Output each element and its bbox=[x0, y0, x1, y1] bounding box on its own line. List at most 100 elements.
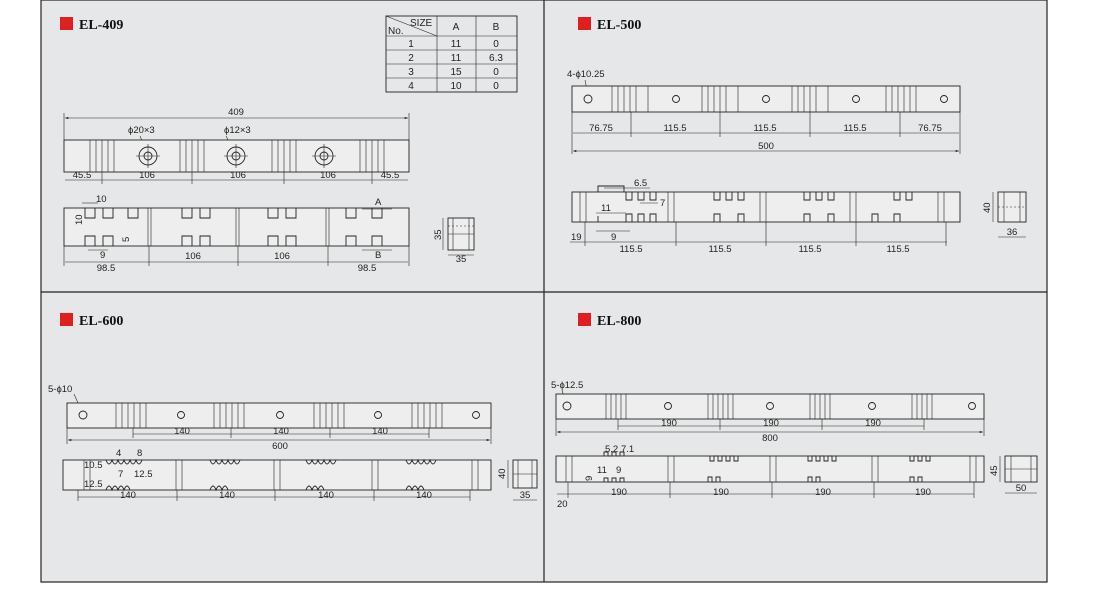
dim-spacing: 45.5 bbox=[381, 170, 400, 181]
table-corner-size: SIZE bbox=[410, 18, 433, 29]
dim-spacing: 140 bbox=[120, 490, 136, 501]
dim-hole: 4-ϕ10.25 bbox=[567, 69, 605, 80]
dim-spacing: 140 bbox=[416, 490, 432, 501]
hole-icon bbox=[852, 95, 860, 103]
table-corner-no: No. bbox=[388, 26, 404, 37]
panel-title: EL-600 bbox=[79, 314, 123, 329]
red-square-icon bbox=[578, 17, 591, 30]
dim-spacing: 190 bbox=[713, 487, 729, 498]
table-cell: 0 bbox=[493, 81, 499, 92]
dim-label: 9 bbox=[611, 232, 616, 243]
red-square-icon bbox=[60, 17, 73, 30]
dim-spacing: 115.5 bbox=[663, 123, 686, 134]
dim-label: 40 bbox=[982, 202, 993, 213]
red-square-icon bbox=[578, 313, 591, 326]
hole-icon bbox=[374, 411, 382, 419]
dim-spacing: 190 bbox=[915, 487, 931, 498]
dim-spacing: 115.5 bbox=[886, 244, 909, 255]
dim-spacing: 76.75 bbox=[918, 123, 942, 134]
dim-overall: 409 bbox=[228, 107, 244, 118]
table-cell: 3 bbox=[408, 67, 414, 78]
table-cell: 1 bbox=[408, 39, 414, 50]
dim-hole-large: ϕ20×3 bbox=[128, 125, 155, 136]
dim-label: 12.5 bbox=[84, 479, 103, 490]
dim-spacing: 106 bbox=[230, 170, 246, 181]
dim-label: 40 bbox=[497, 468, 508, 479]
hole-icon bbox=[868, 402, 876, 410]
dim-label: 45 bbox=[989, 465, 1000, 476]
hole-icon bbox=[968, 402, 976, 410]
end-view: 35 35 bbox=[433, 217, 475, 265]
table-header-a: A bbox=[453, 22, 460, 33]
table-cell: 4 bbox=[408, 81, 414, 92]
dim-label: 50 bbox=[1016, 483, 1027, 494]
dim-label: 35 bbox=[520, 490, 531, 501]
hole-icon bbox=[177, 411, 185, 419]
dim-label: 19 bbox=[571, 232, 582, 243]
dim-spacing: 106 bbox=[274, 251, 290, 262]
table-cell: 6.3 bbox=[489, 53, 503, 64]
dim-spacing: 45.5 bbox=[73, 170, 92, 181]
panel-el600: EL-600 5-ϕ10 140 140 140 600 bbox=[48, 313, 538, 501]
dim-label: 36 bbox=[1007, 227, 1018, 238]
table-cell: 2 bbox=[408, 53, 414, 64]
panel-el409: EL-409 SIZE No. A B 1 11 0 2 11 6.3 3 15… bbox=[60, 15, 518, 274]
dim-spacing: 106 bbox=[320, 170, 336, 181]
dim-spacing: 115.5 bbox=[753, 123, 776, 134]
dim-label: A bbox=[375, 197, 382, 208]
dim-spacing: 140 bbox=[318, 490, 334, 501]
dim-spacing: 140 bbox=[219, 490, 235, 501]
end-view: 40 35 bbox=[497, 459, 538, 501]
dim-label: 8 bbox=[137, 448, 142, 459]
table-cell: 0 bbox=[493, 67, 499, 78]
dim-spacing: 190 bbox=[611, 487, 627, 498]
panel-title: EL-500 bbox=[597, 18, 641, 33]
dim-overall: 800 bbox=[762, 433, 778, 444]
dim-label: 9 bbox=[616, 465, 621, 476]
dim-spacing: 140 bbox=[273, 426, 289, 437]
table-cell: 11 bbox=[451, 53, 462, 64]
dim-label: 7 bbox=[660, 198, 665, 209]
hole-icon bbox=[276, 411, 284, 419]
busbar-side-view bbox=[62, 459, 492, 491]
table-header-b: B bbox=[493, 22, 500, 33]
table-cell: 0 bbox=[493, 39, 499, 50]
busbar-top-view bbox=[571, 85, 961, 113]
hole-icon bbox=[766, 402, 774, 410]
dim-label: 9 bbox=[100, 250, 105, 261]
hole-icon bbox=[762, 95, 770, 103]
hole-icon bbox=[940, 95, 948, 103]
dim-label: 7 bbox=[118, 469, 123, 480]
hole-icon bbox=[78, 410, 88, 420]
dim-label: 10 bbox=[74, 214, 85, 225]
dim-overall: 600 bbox=[272, 441, 288, 452]
size-table: SIZE No. A B 1 11 0 2 11 6.3 3 15 0 4 10… bbox=[385, 15, 518, 93]
hole-icon bbox=[472, 411, 480, 419]
dim-label: 12.5 bbox=[134, 469, 153, 480]
hole-icon bbox=[562, 401, 572, 411]
dim-label: 11 bbox=[597, 465, 607, 476]
dim-spacing: 190 bbox=[815, 487, 831, 498]
panel-el800: EL-800 5-ϕ12.5 190 190 190 800 bbox=[551, 313, 1038, 510]
dim-label: 20 bbox=[557, 499, 568, 510]
dim-label: 6.5 bbox=[634, 178, 647, 189]
dim-spacing: 140 bbox=[174, 426, 190, 437]
dim-spacing: 115.5 bbox=[798, 244, 821, 255]
panel-title: EL-409 bbox=[79, 18, 123, 33]
panel-title: EL-800 bbox=[597, 314, 641, 329]
dim-label: 5.2 bbox=[605, 444, 618, 455]
panel-el500: EL-500 4-ϕ10.25 76.75 115.5 115.5 115.5 … bbox=[567, 17, 1027, 255]
dim-spacing: 115.5 bbox=[619, 244, 642, 255]
dim-spacing: 98.5 bbox=[97, 263, 116, 274]
dim-label: 10 bbox=[96, 194, 107, 205]
dim-label: 4 bbox=[116, 448, 121, 459]
panel-el600-bg bbox=[41, 292, 544, 582]
dim-spacing: 76.75 bbox=[589, 123, 613, 134]
dim-spacing: 98.5 bbox=[358, 263, 377, 274]
dim-label: 7.1 bbox=[621, 444, 634, 455]
dim-label: 10.5 bbox=[84, 460, 103, 471]
busbar-top-view bbox=[555, 393, 985, 420]
dim-label: 35 bbox=[456, 254, 467, 265]
hole-icon bbox=[583, 94, 593, 104]
